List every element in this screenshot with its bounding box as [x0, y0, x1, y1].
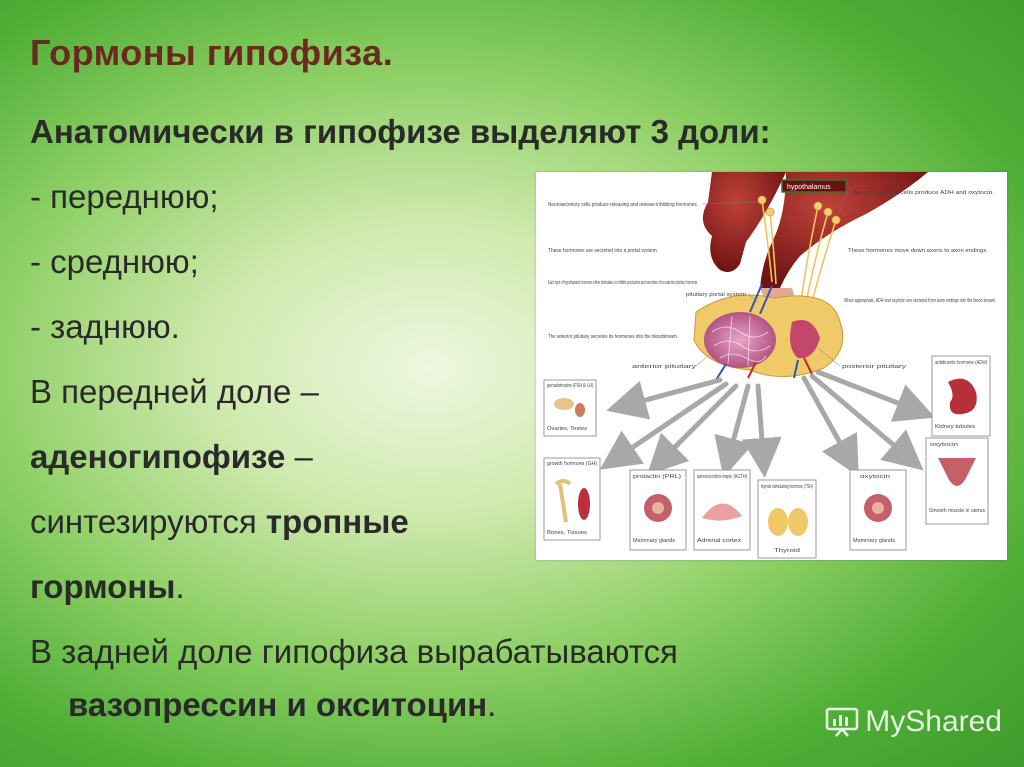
- target-organ-thyroid: Thyroid: [774, 548, 800, 554]
- slide-title: Гормоны гипофиза.: [30, 32, 394, 73]
- target-hormone-tsh: thyroid stimulating hormone (TSH): [761, 484, 813, 490]
- synthesis-line: синтезируются тропные: [30, 503, 409, 541]
- annotation-move-axons: These hormones move down axons to axon e…: [848, 248, 989, 254]
- target-organ-uterus: Smooth muscle in uterus: [929, 508, 985, 514]
- portal-vessels: [749, 283, 773, 315]
- target-organ-mammary-1: Mammary glands: [633, 538, 675, 544]
- adenohypophysis-dash: –: [285, 438, 313, 475]
- target-box: antidiuretic hormone (ADH) Kidney tubule…: [931, 355, 991, 437]
- hormones-period: .: [175, 568, 185, 605]
- posterior-pituitary-shape: [790, 320, 820, 359]
- target-organ-kidney: Kidney tubules: [935, 424, 975, 430]
- label-portal-system: pituitary portal system: [686, 292, 746, 298]
- adenohypophysis-line: аденогипофизе –: [30, 438, 313, 476]
- target-box: oxytocin Mammary glands: [849, 469, 907, 551]
- portal-network: [711, 315, 771, 367]
- hormones-names-line: вазопрессин и окситоцин.: [68, 686, 496, 724]
- pituitary-diagram-svg: hypothalamus Neurosecretory cells produc…: [543, 172, 996, 559]
- anterior-pituitary-shape: [704, 312, 776, 368]
- target-box: thyroid stimulating hormone (TSH) Thyroi…: [757, 479, 817, 559]
- target-hormone-gonadotropins: gonadotropins (FSH & LH): [547, 383, 593, 389]
- hormones-line: гормоны.: [30, 568, 185, 606]
- hormone-arrows: [599, 369, 936, 478]
- target-hormone-adh: antidiuretic hormone (ADH): [935, 360, 987, 366]
- target-organ-bones: Bones, Tissues: [547, 530, 587, 536]
- posterior-lobe-line: В задней доле гипофиза вырабатываются: [30, 633, 678, 670]
- target-box: oxytocin Smooth muscle in uterus: [925, 437, 989, 525]
- pituitary-diagram: hypothalamus Neurosecretory cells produc…: [536, 172, 1007, 560]
- adenohypophysis-term: аденогипофизе: [30, 438, 286, 475]
- target-organ-mammary-2: Mammary glands: [853, 538, 895, 544]
- anterior-lobe-line: В передней доле –: [30, 373, 319, 410]
- myshared-watermark: MyShared: [825, 705, 1002, 739]
- target-hormone-gh: growth hormone (GH): [547, 461, 597, 467]
- target-hormone-prolactin: prolactin (PRL): [633, 474, 681, 480]
- target-box: gonadotropins (FSH & LH) Ovaries, Testes: [543, 379, 597, 437]
- label-anterior-pituitary: anterior pituitary: [632, 364, 696, 370]
- target-box: adrenocortico-tropic (ACTH) Adrenal cort…: [693, 469, 751, 551]
- target-box: prolactin (PRL) Mammary glands: [629, 469, 687, 551]
- label-posterior-pituitary: posterior pituitary: [842, 364, 906, 370]
- presentation-icon: [826, 707, 859, 737]
- annotation-anterior-secretes: The anterior pituitary secretes its horm…: [548, 334, 678, 340]
- watermark-text: MyShared: [865, 705, 1002, 738]
- hypothalamus-label: hypothalamus: [787, 184, 831, 191]
- final-period: .: [487, 686, 497, 723]
- intro-line: Анатомически в гипофизе выделяют 3 доли:: [30, 113, 771, 150]
- annotation-adh-oxytocin: Neurosecretory cells produce ADH and oxy…: [854, 190, 995, 196]
- hormones-term: гормоны: [30, 568, 176, 605]
- leader-lines: [695, 191, 849, 367]
- brain-shape: [760, 172, 928, 288]
- annotation-secreted: When appropriate, ADH and oxytocin are s…: [844, 298, 996, 304]
- blood-vessel-blue: [715, 359, 799, 381]
- synthesis-text: синтезируются: [30, 503, 266, 540]
- hypothalamus-label-box: [781, 179, 847, 193]
- lobe-middle-item: - среднюю;: [30, 243, 199, 280]
- annotation-portal-system: These hormones are secreted into a porta…: [548, 248, 658, 254]
- target-organ-adrenal: Adrenal cortex: [697, 538, 741, 544]
- target-box: growth hormone (GH) Bones, Tissues: [543, 457, 601, 541]
- target-hormone-oxytocin-1: oxytocin: [860, 474, 890, 480]
- blood-vessel-red: [747, 357, 813, 379]
- target-hormone-acth: adrenocortico-tropic (ACTH): [697, 474, 747, 480]
- annotation-hypothalamic-hormone: Each type of hypothalamic hormone either…: [548, 280, 698, 286]
- lobe-anterior-item: - переднюю;: [30, 178, 219, 215]
- target-hormone-oxytocin-2: oxytocin: [930, 442, 958, 448]
- tropic-term: тропные: [265, 503, 409, 540]
- lobe-posterior-item: - заднюю.: [30, 308, 180, 345]
- vasopressin-oxytocin-term: вазопрессин и окситоцин: [68, 686, 488, 723]
- target-organ-ovaries: Ovaries, Testes: [547, 426, 587, 432]
- annotation-neurosecretory: Neurosecretory cells produce releasing a…: [548, 202, 698, 208]
